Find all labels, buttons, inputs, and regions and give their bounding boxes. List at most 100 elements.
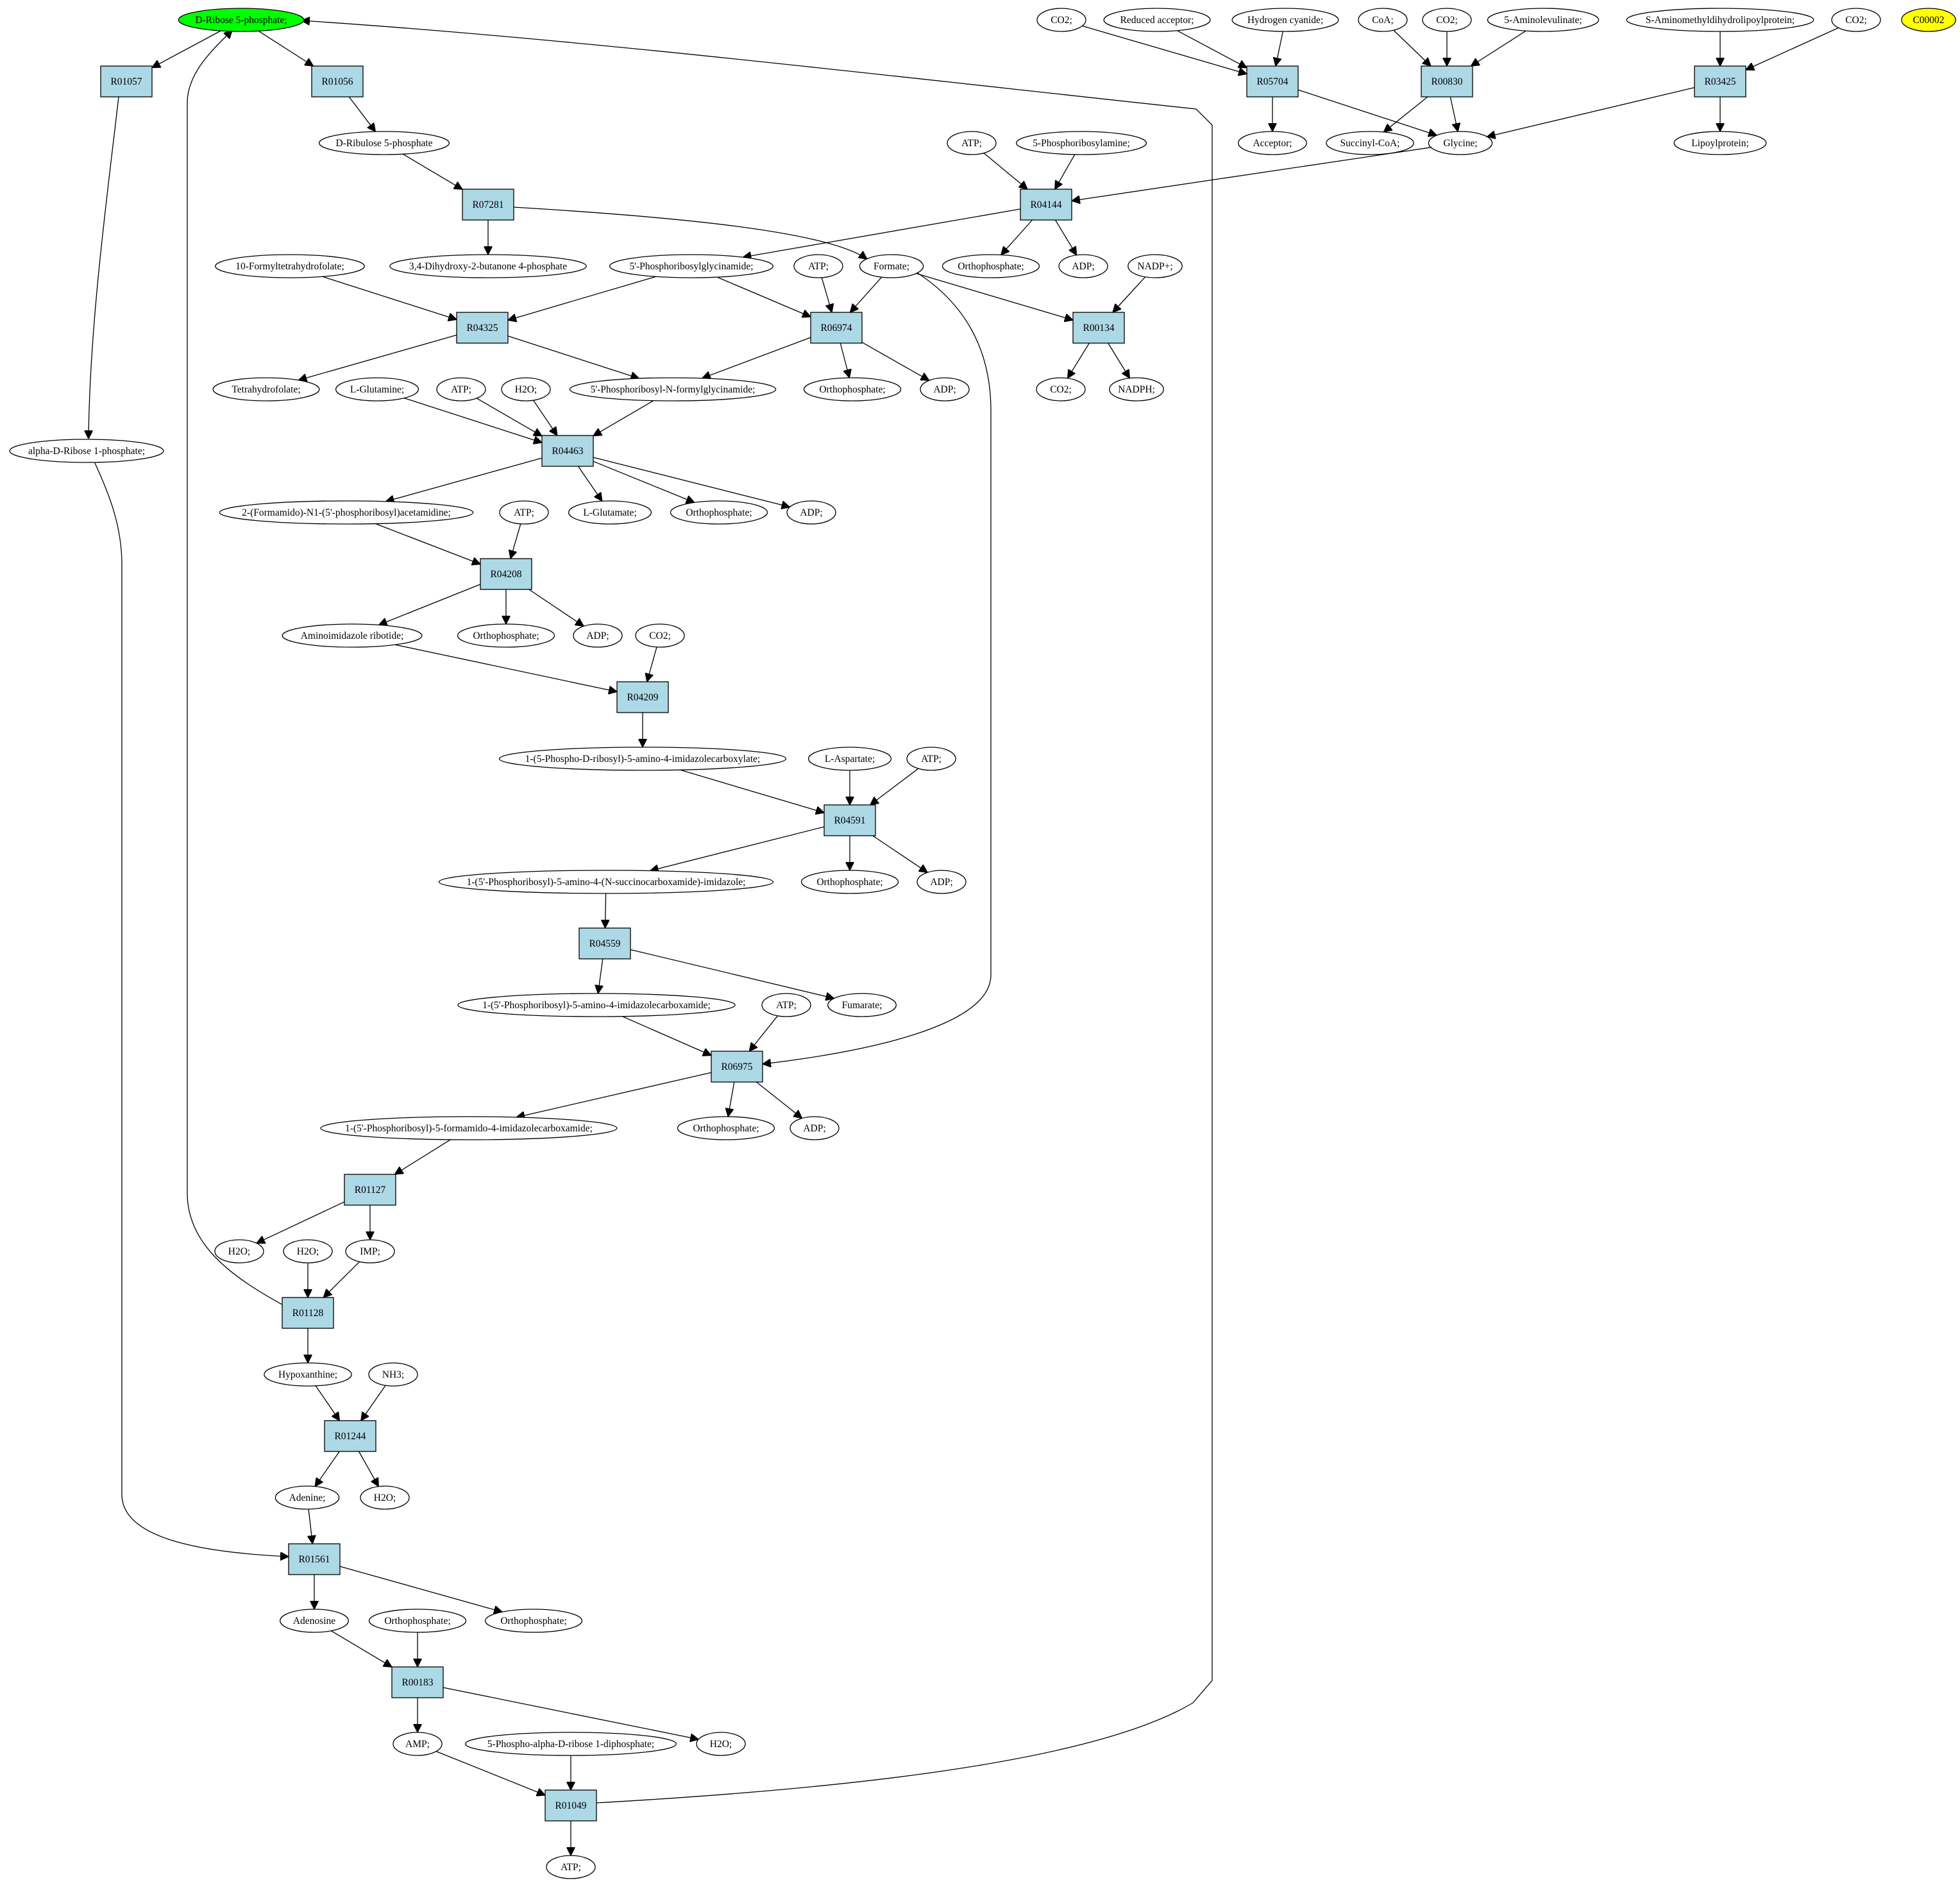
compound-node-c-pi-r06974[interactable]: Orthophosphate; [803,377,902,402]
compound-node-c-fgam[interactable]: 2-(Formamido)-N1-(5'-phosphoribosyl)acet… [219,500,474,525]
compound-node-c-co2-a[interactable]: CO2; [1036,8,1086,32]
compound-node-c-formate[interactable]: Formate; [859,254,924,278]
compound-node-c-adenosine[interactable]: Adenosine [280,1609,349,1633]
reaction-node-r04209[interactable]: R04209 [616,681,669,713]
compound-node-c-succoa[interactable]: Succinyl-CoA; [1326,131,1414,155]
reaction-node-r07281[interactable]: R07281 [462,189,514,221]
reaction-node-r04591[interactable]: R04591 [824,804,876,836]
compound-node-c-fgar[interactable]: 5'-Phosphoribosyl-N-formylglycinamide; [569,377,777,402]
reaction-node-r01244[interactable]: R01244 [324,1420,376,1452]
compound-node-c-fumarate[interactable]: Fumarate; [827,993,897,1017]
compound-node-c-atp-r04144[interactable]: ATP; [947,131,997,155]
edge-c_atp_r04144-to-R04144 [983,153,1027,189]
compound-node-c-co2-b[interactable]: CO2; [1422,8,1472,32]
compound-node-c-atp-r04208[interactable]: ATP; [499,500,549,525]
reaction-node-r01057[interactable]: R01057 [100,65,153,97]
compound-node-c-gln[interactable]: L-Glutamine; [335,377,419,402]
compound-node-c-nadph[interactable]: NADPH; [1109,377,1164,402]
compound-node-c-co2-r04209[interactable]: CO2; [635,623,685,648]
reaction-node-r04325[interactable]: R04325 [456,312,509,344]
reaction-node-r04144[interactable]: R04144 [1020,189,1072,221]
compound-label: Adenine; [289,1492,326,1503]
compound-node-c-pi-r04463[interactable]: Orthophosphate; [670,500,768,525]
compound-node-c-h2o-r01244[interactable]: H2O; [360,1485,410,1510]
reaction-node-r01127[interactable]: R01127 [344,1174,396,1206]
compound-node-c-r5p[interactable]: D-Ribose 5-phosphate; [178,8,305,32]
compound-node-c-atp-r04463[interactable]: ATP; [436,377,486,402]
compound-node-c-hcn[interactable]: Hydrogen cyanide; [1231,8,1339,32]
compound-node-c-nh3[interactable]: NH3; [368,1362,418,1387]
edge-c_r5p-to-R01057 [152,30,221,68]
reaction-node-r04559[interactable]: R04559 [579,927,631,959]
compound-node-c-glycine[interactable]: Glycine; [1428,131,1493,155]
compound-node-c-nadp[interactable]: NADP+; [1128,254,1183,278]
reaction-node-r01128[interactable]: R01128 [282,1297,334,1329]
compound-node-c-pi-r04208[interactable]: Orthophosphate; [457,623,555,648]
compound-node-c-5pra[interactable]: 5-Phosphoribosylamine; [1015,131,1147,155]
compound-node-c-imp[interactable]: IMP; [345,1239,395,1264]
reaction-node-r01056[interactable]: R01056 [311,65,364,97]
compound-node-c-gar[interactable]: 5'-Phosphoribosylglycinamide; [609,254,773,278]
reaction-node-r04208[interactable]: R04208 [480,558,532,590]
compound-node-c-h2o-r04463[interactable]: H2O; [501,377,551,402]
compound-node-c-lipoyl[interactable]: Lipoylprotein; [1673,131,1767,155]
compound-node-c-saicar[interactable]: 1-(5'-Phosphoribosyl)-5-amino-4-(N-succi… [438,870,774,894]
compound-node-c-prpp[interactable]: 5-Phospho-alpha-D-ribose 1-diphosphate; [465,1732,677,1756]
compound-node-c-ru5p[interactable]: D-Ribulose 5-phosphate [318,131,450,155]
reaction-node-r03425[interactable]: R03425 [1694,65,1746,97]
compound-node-c-atp-r06974[interactable]: ATP; [793,254,843,278]
compound-node-c-h2o-r01128[interactable]: H2O; [283,1239,333,1264]
reaction-node-r05704[interactable]: R05704 [1246,65,1299,97]
compound-node-c-alpha-r1p[interactable]: alpha-D-Ribose 1-phosphate; [9,439,164,463]
compound-node-c-pi-r04144[interactable]: Orthophosphate; [942,254,1040,278]
reaction-node-r01049[interactable]: R01049 [545,1789,597,1822]
compound-node-c-acceptor[interactable]: Acceptor; [1238,131,1307,155]
compound-node-c-amp[interactable]: AMP; [393,1732,443,1756]
edge-c_ru5p-to-R07281 [402,153,462,189]
reaction-node-r06975[interactable]: R06975 [711,1051,763,1083]
compound-node-c-adp-r04463[interactable]: ADP; [786,500,836,525]
compound-node-c-faicar[interactable]: 1-(5'-Phosphoribosyl)-5-formamido-4-imid… [320,1116,618,1140]
compound-node-c-hypox[interactable]: Hypoxanthine; [264,1362,352,1387]
compound-node-c-glu[interactable]: L-Glutamate; [568,500,652,525]
compound-node-c-adp-r04208[interactable]: ADP; [573,623,623,648]
compound-node-c-target[interactable]: C00002 [1901,8,1956,32]
compound-node-c-asp[interactable]: L-Aspartate; [807,747,892,771]
compound-label: 5'-Phosphoribosyl-N-formylglycinamide; [591,384,756,395]
reaction-node-r06974[interactable]: R06974 [810,312,863,344]
compound-node-c-air[interactable]: Aminoimidazole ribotide; [282,623,423,648]
compound-node-c-pi-r04591[interactable]: Orthophosphate; [800,870,899,894]
reaction-node-r00183[interactable]: R00183 [391,1666,444,1698]
compound-node-c-atp-r04591[interactable]: ATP; [906,747,956,771]
compound-node-c-atp-final[interactable]: ATP; [546,1855,596,1879]
reaction-node-r01561[interactable]: R01561 [288,1543,341,1575]
compound-node-c-h2o-r00183[interactable]: H2O; [696,1732,746,1756]
compound-node-c-atp-r06975[interactable]: ATP; [761,993,811,1017]
compound-node-c-adenine[interactable]: Adenine; [275,1485,340,1510]
compound-node-c-aicar[interactable]: 1-(5'-Phosphoribosyl)-5-amino-4-imidazol… [457,993,736,1017]
compound-node-c-thf[interactable]: Tetrahydrofolate; [212,377,320,402]
compound-node-c-co2-c[interactable]: CO2; [1831,8,1881,32]
compound-node-c-adp-r06975[interactable]: ADP; [790,1116,840,1140]
compound-node-c-coa[interactable]: CoA; [1358,8,1408,32]
reaction-label: R05704 [1256,76,1288,87]
compound-node-c-5ala[interactable]: 5-Aminolevulinate; [1487,8,1600,32]
compound-node-c-cair[interactable]: 1-(5-Phospho-D-ribosyl)-5-amino-4-imidaz… [498,747,787,771]
compound-node-c-adp-r06974[interactable]: ADP; [920,377,970,402]
reaction-node-r00830[interactable]: R00830 [1421,65,1473,97]
reaction-node-r04463[interactable]: R04463 [541,435,594,467]
compound-node-c-h2o-r01127[interactable]: H2O; [214,1239,264,1264]
reaction-node-r00134[interactable]: R00134 [1072,312,1125,344]
compound-node-c-samdl[interactable]: S-Aminomethyldihydrolipoylprotein; [1626,8,1814,32]
compound-node-c-dhbp[interactable]: 3,4-Dihydroxy-2-butanone 4-phosphate [389,254,587,278]
compound-node-c-redacc[interactable]: Reduced acceptor; [1103,8,1211,32]
compound-node-c-pi-in-r00183[interactable]: Orthophosphate; [368,1609,467,1633]
compound-node-c-pi-r01561[interactable]: Orthophosphate; [484,1609,583,1633]
compound-node-c-pi-r06975[interactable]: Orthophosphate; [677,1116,775,1140]
compound-ellipse [389,254,587,278]
compound-node-c-10fthf[interactable]: 10-Formyltetrahydrofolate; [215,254,365,278]
compound-node-c-co2-r00134[interactable]: CO2; [1036,377,1086,402]
compound-node-c-adp-r04591[interactable]: ADP; [917,870,967,894]
compound-node-c-adp-r04144[interactable]: ADP; [1058,254,1108,278]
reaction-box [1020,189,1072,221]
